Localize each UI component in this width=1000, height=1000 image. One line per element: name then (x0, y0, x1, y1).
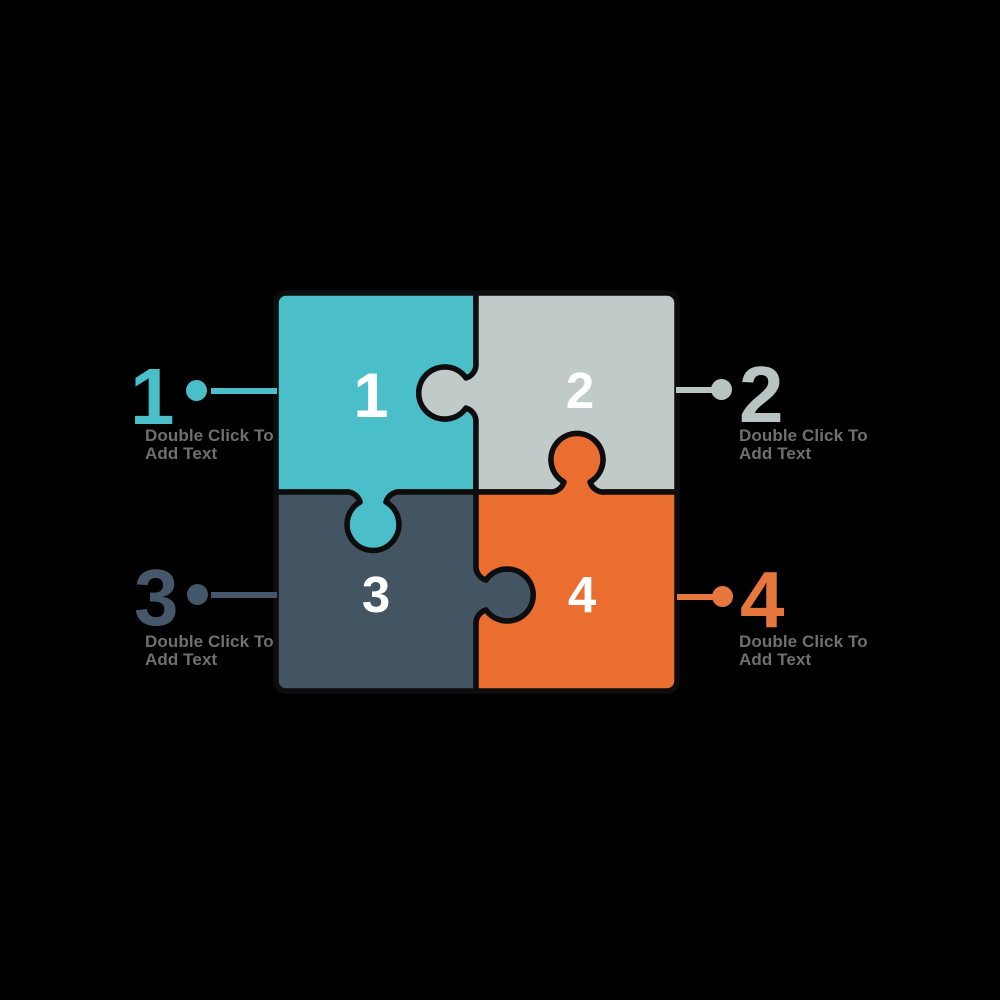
callout-4-caption-line2: Add Text (739, 650, 812, 669)
callout-2-connector-line[interactable] (676, 387, 714, 393)
callout-3-caption-line2: Add Text (145, 650, 218, 669)
puzzle-piece-4[interactable] (473, 430, 680, 694)
piece-2-number[interactable]: 2 (566, 362, 594, 419)
callout-2-caption[interactable]: Double Click To Add Text (739, 427, 868, 463)
callout-3-number[interactable]: 3 (134, 553, 179, 642)
callout-1-connector-line[interactable] (211, 388, 277, 394)
callout-2-number[interactable]: 2 (739, 350, 784, 439)
callout-2-caption-line1: Double Click To (739, 426, 868, 445)
callout-3-dot[interactable] (187, 584, 208, 605)
callout-3-connector-line[interactable] (211, 592, 277, 598)
callout-3-caption-line1: Double Click To (145, 632, 274, 651)
piece-3-number[interactable]: 3 (362, 566, 390, 623)
callout-2-caption-line2: Add Text (739, 444, 812, 463)
callout-2-dot[interactable] (711, 379, 732, 400)
callout-4-caption[interactable]: Double Click To Add Text (739, 633, 868, 669)
callout-1-dot[interactable] (186, 380, 207, 401)
callout-1-caption[interactable]: Double Click To Add Text (145, 427, 274, 463)
callout-4-dot[interactable] (712, 586, 733, 607)
callout-4-connector-line[interactable] (677, 594, 715, 600)
callout-1-number[interactable]: 1 (130, 352, 175, 441)
piece-1-number[interactable]: 1 (353, 361, 388, 431)
piece-4-number[interactable]: 4 (568, 566, 597, 623)
callout-4-caption-line1: Double Click To (739, 632, 868, 651)
callout-1-caption-line2: Add Text (145, 444, 218, 463)
callout-3-caption[interactable]: Double Click To Add Text (145, 633, 274, 669)
callout-1-caption-line1: Double Click To (145, 426, 274, 445)
callout-4-number[interactable]: 4 (740, 555, 785, 644)
